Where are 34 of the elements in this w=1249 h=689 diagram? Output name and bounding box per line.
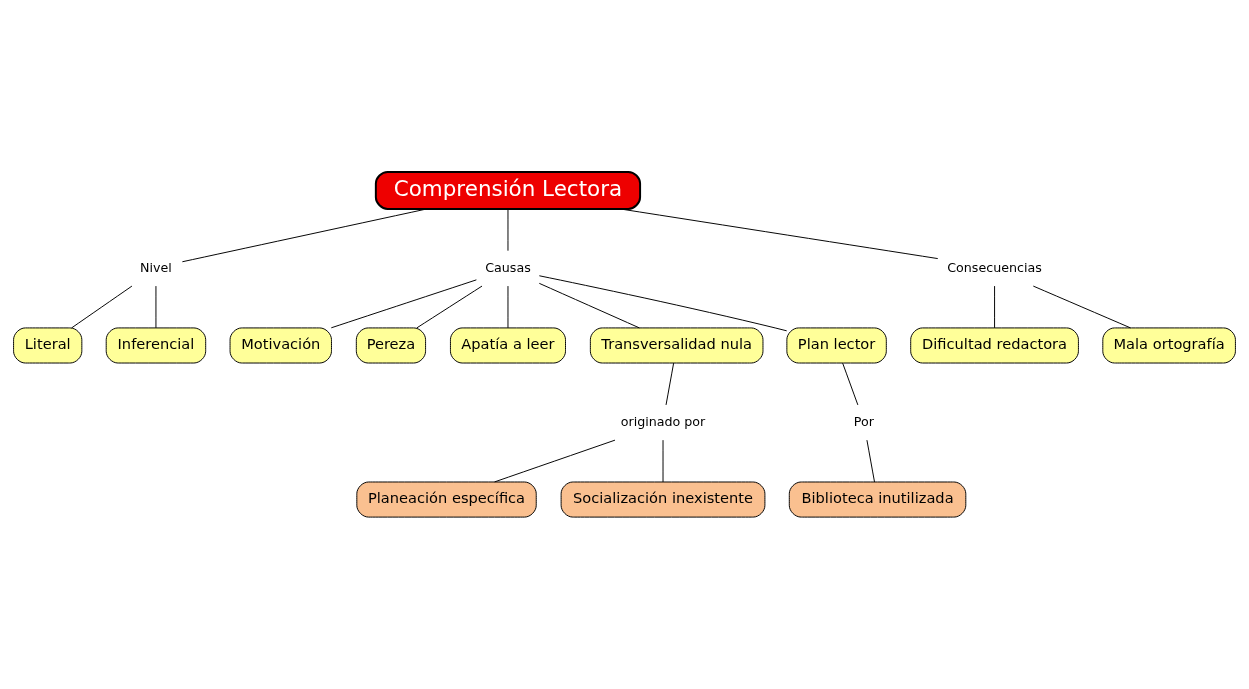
connector xyxy=(507,208,509,252)
node-text: originado por xyxy=(620,413,706,429)
connector xyxy=(662,439,664,483)
node-box: Plan lector xyxy=(786,327,887,364)
connector xyxy=(1032,285,1131,329)
node-text: Causas xyxy=(485,259,531,275)
connector xyxy=(330,279,477,329)
node-box: Planeación específica xyxy=(356,481,537,518)
node-box: Biblioteca inutilizada xyxy=(788,481,967,518)
node-box: Motivación xyxy=(229,327,332,364)
connector xyxy=(994,285,996,329)
node-box: Comprensión Lectora xyxy=(374,170,642,210)
node-box: Dificultad redactora xyxy=(910,327,1079,364)
connector xyxy=(866,439,875,483)
connector xyxy=(181,208,427,263)
node-box: Transversalidad nula xyxy=(589,327,764,364)
node-box: Pereza xyxy=(355,327,427,364)
connector xyxy=(71,285,133,329)
node-box: Mala ortografía xyxy=(1102,327,1236,364)
connector xyxy=(416,285,483,329)
node-text: Por xyxy=(853,413,874,429)
connector xyxy=(842,362,859,406)
node-box: Socialización inexistente xyxy=(560,481,766,518)
node-text: Consecuencias xyxy=(947,259,1042,275)
node-box: Inferencial xyxy=(105,327,207,364)
node-text: Nivel xyxy=(140,259,172,275)
connector xyxy=(493,439,616,483)
node-box: Apatía a leer xyxy=(449,327,566,364)
connector xyxy=(665,362,675,406)
node-box: Literal xyxy=(13,327,83,364)
connector xyxy=(538,275,788,332)
connector xyxy=(507,285,509,329)
connector xyxy=(155,285,157,329)
connector xyxy=(538,282,640,329)
